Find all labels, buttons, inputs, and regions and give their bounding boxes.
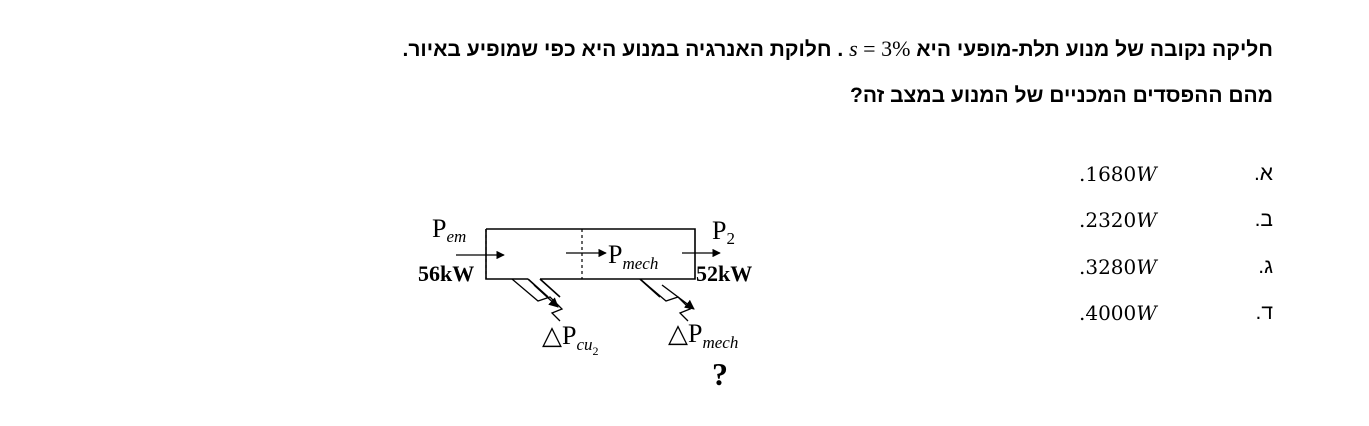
question-text-tail: . חלוקת האנרגיה במנוע היא כפי שמופיע באי… xyxy=(402,38,850,61)
cu-loss-branch xyxy=(511,278,564,322)
answer-unit: W xyxy=(1136,255,1157,279)
answer-number: .4000 xyxy=(1079,301,1137,325)
answer-value-d[interactable]: .4000W xyxy=(1079,301,1157,325)
slip-variable: s xyxy=(849,36,858,61)
answer-letter-b: ב. xyxy=(1254,208,1273,231)
cu-loss-label: △Pcu2 xyxy=(542,321,599,358)
p2-value: 52kW xyxy=(696,261,752,286)
unknown-question-mark: ? xyxy=(712,356,728,392)
slip-formula: s = 3% xyxy=(849,36,910,61)
p-em-value: 56kW xyxy=(418,261,474,286)
p-em-label: Pem xyxy=(432,214,466,246)
answer-value-c[interactable]: .3280W xyxy=(1079,255,1157,279)
answer-letter-c: ג. xyxy=(1258,255,1273,278)
mech-loss-label: △Pmech xyxy=(668,319,738,352)
answer-letter-d: ד. xyxy=(1255,301,1273,324)
question-line-1: חליקה נקובה של מנוע תלת-מופעי היא s = 3%… xyxy=(403,36,1274,62)
answer-unit: W xyxy=(1136,301,1157,325)
mech-loss-branch xyxy=(639,278,692,322)
mech-loss-arrow xyxy=(661,284,695,310)
answer-unit: W xyxy=(1136,208,1157,232)
answer-number: .2320 xyxy=(1079,208,1137,232)
power-flow-diagram: Pem 56kW Pmech P2 52kW △Pcu2 △Pmech ? xyxy=(418,214,752,392)
p-mech-label: Pmech xyxy=(608,240,658,273)
answer-letter-a: א. xyxy=(1253,162,1273,185)
answer-number: .3280 xyxy=(1079,255,1137,279)
answer-value-a[interactable]: .1680W xyxy=(1079,162,1157,186)
question-text-main: חליקה נקובה של מנוע תלת-מופעי היא xyxy=(916,38,1273,61)
p2-label: P2 xyxy=(712,216,735,248)
cu-loss-arrow xyxy=(533,284,559,308)
answer-number: .1680 xyxy=(1079,162,1137,186)
question-line-2: מהם ההפסדים המכניים של המנוע במצב זה? xyxy=(850,84,1273,107)
answer-value-b[interactable]: .2320W xyxy=(1079,208,1157,232)
slip-value: = 3% xyxy=(857,36,911,61)
answer-unit: W xyxy=(1136,162,1157,186)
